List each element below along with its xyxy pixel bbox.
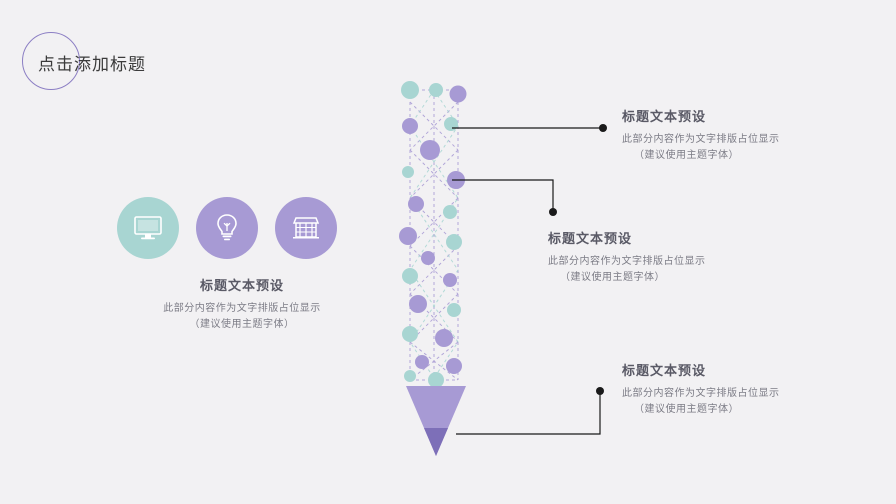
page-title: 点击添加标题 [22, 32, 222, 92]
left-caption-line2: （建议使用主题字体） [189, 319, 295, 330]
title-decoration-circle [22, 32, 80, 90]
icon-circle-store[interactable] [275, 197, 337, 259]
callout-3-line1: 此部分内容作为文字排版占位显示 [622, 388, 780, 399]
callout-2: 标题文本预设 此部分内容作为文字排版占位显示 （建议使用主题字体） [548, 228, 808, 286]
callout-1: 标题文本预设 此部分内容作为文字排版占位显示 （建议使用主题字体） [622, 106, 882, 164]
icon-group [117, 197, 337, 259]
callout-3: 标题文本预设 此部分内容作为文字排版占位显示 （建议使用主题字体） [622, 360, 882, 418]
callout-3-title: 标题文本预设 [622, 364, 707, 379]
icon-circle-monitor[interactable] [117, 197, 179, 259]
callout-3-line2: （建议使用主题字体） [634, 404, 739, 415]
pencil-network-diagram [388, 80, 483, 460]
left-caption-title: 标题文本预设 [199, 279, 284, 294]
callout-2-title: 标题文本预设 [548, 232, 633, 247]
left-caption-line1: 此部分内容作为文字排版占位显示 [163, 303, 321, 314]
left-caption-block: 标题文本预设 此部分内容作为文字排版占位显示 （建议使用主题字体） [117, 275, 367, 333]
icon-circle-lightbulb[interactable] [196, 197, 258, 259]
callout-1-line1: 此部分内容作为文字排版占位显示 [622, 134, 780, 145]
callout-1-line2: （建议使用主题字体） [634, 150, 739, 161]
callout-2-line1: 此部分内容作为文字排版占位显示 [548, 256, 706, 267]
callout-1-title: 标题文本预设 [622, 110, 707, 125]
title-text: 点击添加标题 [38, 55, 146, 75]
callout-2-line2: （建议使用主题字体） [560, 272, 665, 283]
